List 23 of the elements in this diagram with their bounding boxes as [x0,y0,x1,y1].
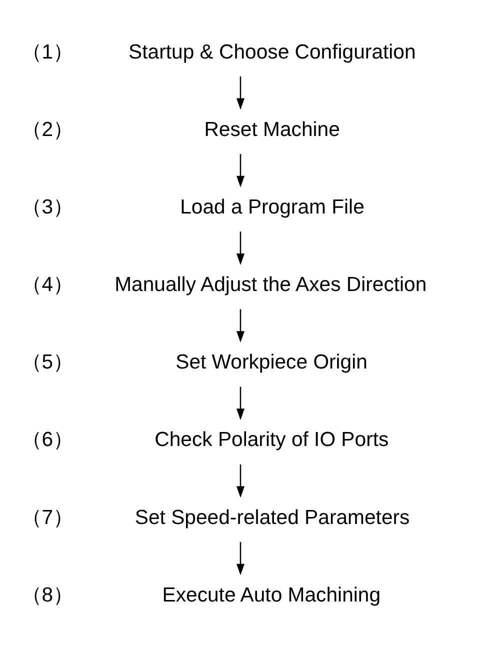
arrow [236,309,244,343]
arrow [236,464,244,498]
node-text: Manually Adjust the Axes Direction [114,274,426,296]
node-label: （7） [21,506,73,529]
node-text: Load a Program File [180,196,364,218]
node-text: Set Workpiece Origin [175,352,367,374]
node-text: Execute Auto Machining [162,584,380,606]
arrow [236,386,244,420]
node-label: （2） [21,118,73,141]
node-label: （4） [21,274,73,296]
node-label: （5） [21,352,73,374]
node-label: （1） [21,41,73,64]
node-label: （6） [21,429,73,452]
node-text: Startup & Choose Configuration [128,41,416,64]
arrow [236,232,244,265]
node-text: Reset Machine [204,118,340,141]
node-text: Check Polarity of IO Ports [154,429,388,452]
node-label: （3） [21,196,73,218]
node-text: Set Speed-related Parameters [134,506,410,529]
node-label: （8） [21,584,73,606]
arrow [236,76,244,110]
arrow [236,542,244,576]
arrow [236,154,244,188]
